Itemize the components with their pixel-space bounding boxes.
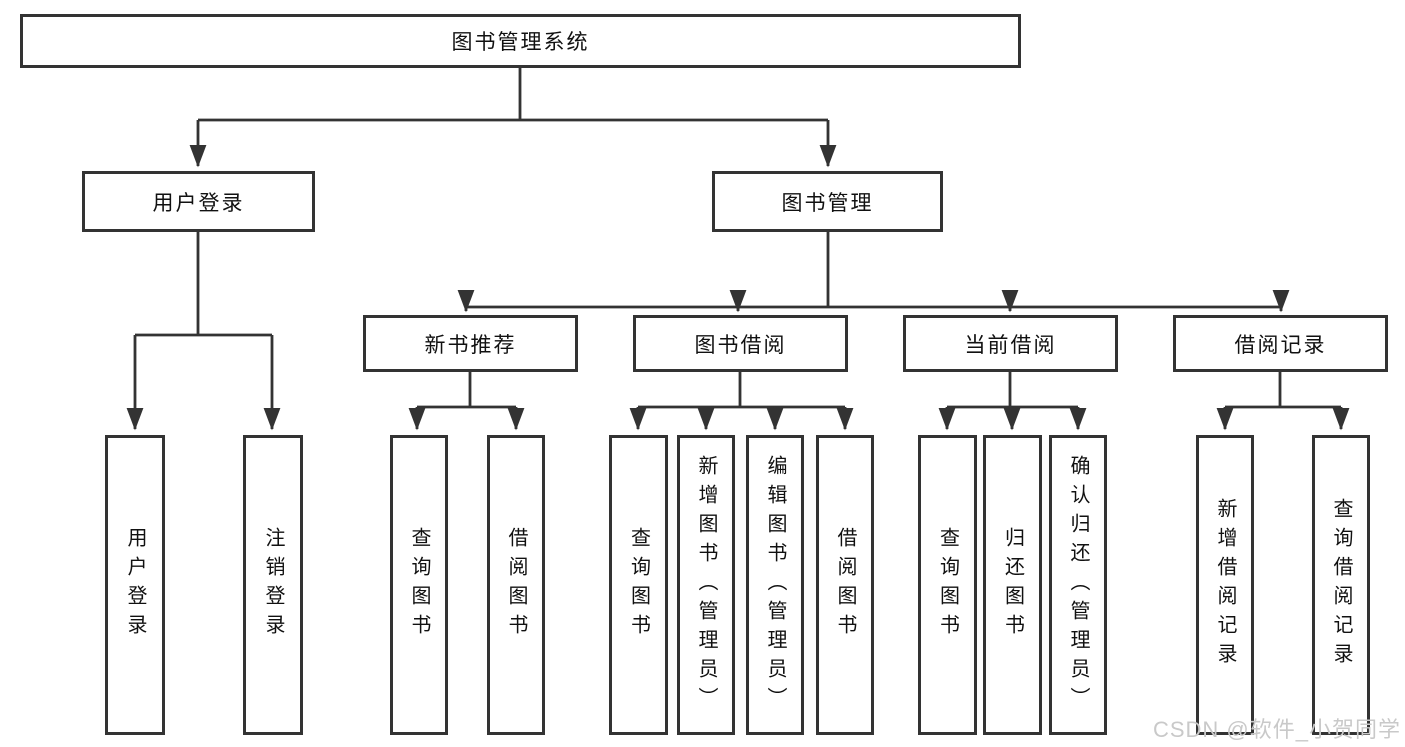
node-current-borrowing: 当前借阅 (903, 315, 1118, 372)
connector-skeleton (135, 68, 1341, 409)
leaf-return-books: 归还图书 (983, 435, 1042, 735)
csdn-watermark: CSDN @软件_小贺同学 (1152, 717, 1401, 742)
leaf-query-borrow-record: 查询借阅记录 (1312, 435, 1370, 735)
leaf-edit-books-admin: 编辑图书（管理员） (746, 435, 804, 735)
leaf-borrow-books-recommend: 借阅图书 (487, 435, 545, 735)
node-user-login: 用户登录 (82, 171, 315, 232)
leaf-add-books-admin: 新增图书（管理员） (677, 435, 735, 735)
node-root: 图书管理系统 (20, 14, 1021, 68)
leaf-add-borrow-record: 新增借阅记录 (1196, 435, 1254, 735)
leaf-borrow-books-borrowing: 借阅图书 (816, 435, 874, 735)
node-new-book-recommend: 新书推荐 (363, 315, 578, 372)
leaf-confirm-return-admin: 确认归还（管理员） (1049, 435, 1107, 735)
leaf-query-books-borrowing: 查询图书 (609, 435, 668, 735)
leaf-query-books-recommend: 查询图书 (390, 435, 448, 735)
node-book-borrowing: 图书借阅 (633, 315, 848, 372)
node-book-management: 图书管理 (712, 171, 943, 232)
leaf-query-books-current: 查询图书 (918, 435, 977, 735)
leaf-logout: 注销登录 (243, 435, 303, 735)
node-borrowing-records: 借阅记录 (1173, 315, 1388, 372)
leaf-user-login: 用户登录 (105, 435, 165, 735)
connector-arrows (126, 120, 1350, 431)
